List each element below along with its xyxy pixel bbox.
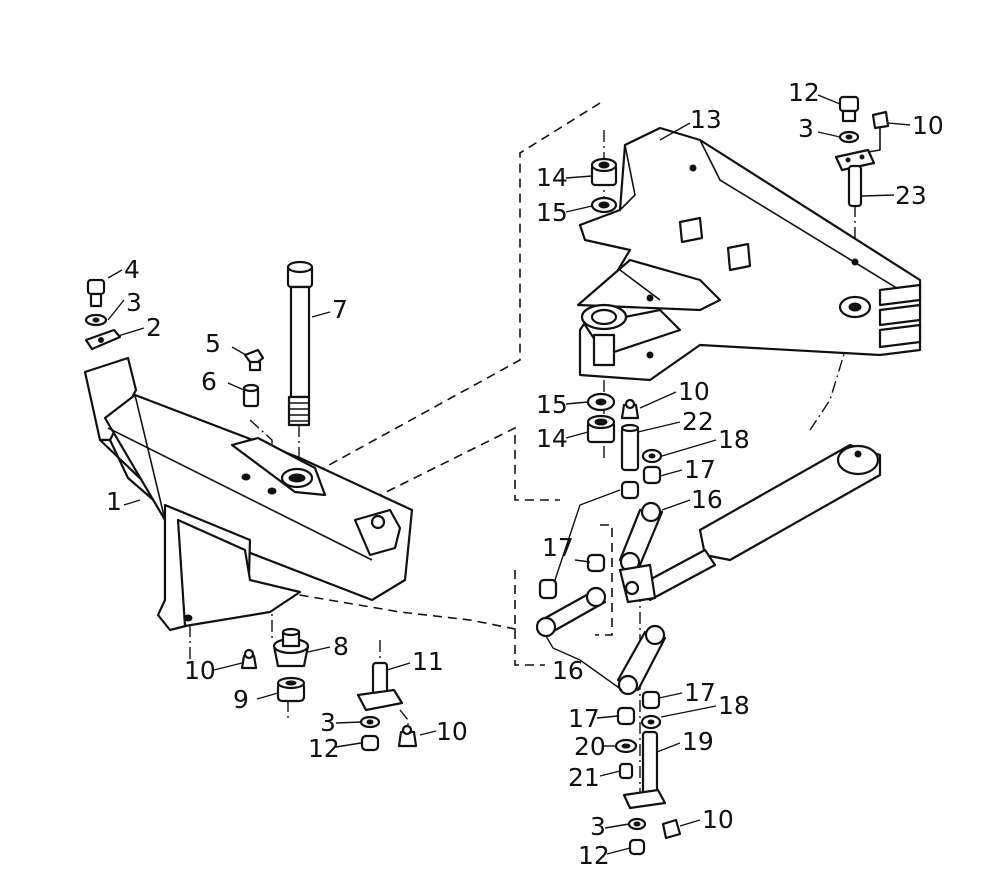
callout-21: 21 xyxy=(568,763,600,792)
callout-10: 10 xyxy=(184,656,216,685)
callout-10: 10 xyxy=(678,377,710,406)
callout-1: 1 xyxy=(106,487,122,516)
callout-5: 5 xyxy=(205,329,221,358)
callout-17: 17 xyxy=(684,455,716,484)
callout-20: 20 xyxy=(574,732,606,761)
callout-3: 3 xyxy=(320,708,336,737)
callout-10: 10 xyxy=(436,717,468,746)
callout-labels: 4 3 2 5 6 7 1 8 9 10 11 3 12 10 13 14 15… xyxy=(106,78,944,870)
callout-12: 12 xyxy=(578,841,610,870)
callout-16: 16 xyxy=(691,485,723,514)
callout-3: 3 xyxy=(126,288,142,317)
callout-12: 12 xyxy=(308,734,340,763)
callout-17: 17 xyxy=(568,704,600,733)
callout-6: 6 xyxy=(201,367,217,396)
right-fasteners xyxy=(535,95,890,856)
leader-lines xyxy=(107,94,911,855)
left-fasteners xyxy=(84,278,418,752)
callout-4: 4 xyxy=(124,255,140,284)
callout-2: 2 xyxy=(146,313,162,342)
callout-7: 7 xyxy=(332,295,348,324)
callout-17: 17 xyxy=(542,533,574,562)
callout-23: 23 xyxy=(895,181,927,210)
callout-18: 18 xyxy=(718,691,750,720)
callout-17: 17 xyxy=(684,678,716,707)
callout-10: 10 xyxy=(702,805,734,834)
upper-frame-part-13 xyxy=(576,126,922,382)
callout-10: 10 xyxy=(912,111,944,140)
callout-3: 3 xyxy=(798,114,814,143)
callout-22: 22 xyxy=(682,407,714,436)
callout-14: 14 xyxy=(536,163,568,192)
callout-11: 11 xyxy=(412,647,444,676)
callout-15: 15 xyxy=(536,390,568,419)
long-bolt-part-7 xyxy=(286,260,314,427)
callout-14: 14 xyxy=(536,424,568,453)
callout-8: 8 xyxy=(333,632,349,661)
callout-18: 18 xyxy=(718,425,750,454)
callout-15: 15 xyxy=(536,198,568,227)
callout-13: 13 xyxy=(690,105,722,134)
callout-3: 3 xyxy=(590,812,606,841)
callout-19: 19 xyxy=(682,727,714,756)
callout-12: 12 xyxy=(788,78,820,107)
callout-9: 9 xyxy=(233,685,249,714)
lower-housing-part-1 xyxy=(83,356,414,632)
callout-16: 16 xyxy=(552,656,584,685)
